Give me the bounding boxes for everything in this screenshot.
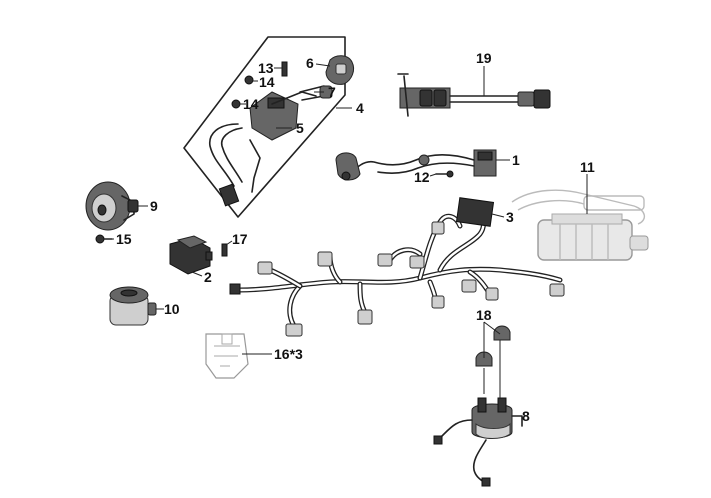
buzzer [109,286,157,326]
callout-labels: 1 2 3 4 5 6 7 8 9 10 11 12 13 14 14 15 1… [116,50,595,424]
label-part-8: 8 [522,408,530,424]
label-part-9: 9 [150,198,158,214]
label-part-14-lower: 14 [243,96,259,112]
label-part-17: 17 [232,231,248,247]
label-part-18: 18 [476,307,492,323]
label-part-14-upper: 14 [259,74,275,90]
label-part-7: 7 [328,84,336,100]
starter-relay [433,325,523,487]
label-part-1: 1 [512,152,520,168]
label-part-15: 15 [116,231,132,247]
label-part-6: 6 [306,55,314,71]
horn [85,181,139,244]
canister-assembly [511,189,649,261]
label-part-5: 5 [296,120,304,136]
label-part-13: 13 [258,60,274,76]
label-part-16: 16*3 [274,346,303,362]
leader-lines [106,63,588,417]
relay [169,235,228,275]
label-part-4: 4 [356,100,364,116]
label-part-2: 2 [204,269,212,285]
label-part-11: 11 [580,159,595,175]
fuse [205,333,249,379]
label-part-19: 19 [476,50,492,66]
wire-connector [397,73,551,117]
label-part-12: 12 [414,169,430,185]
ignition-coil [335,149,497,181]
label-part-3: 3 [506,209,514,225]
label-part-10: 10 [164,301,180,317]
main-wire-harness [229,197,565,337]
